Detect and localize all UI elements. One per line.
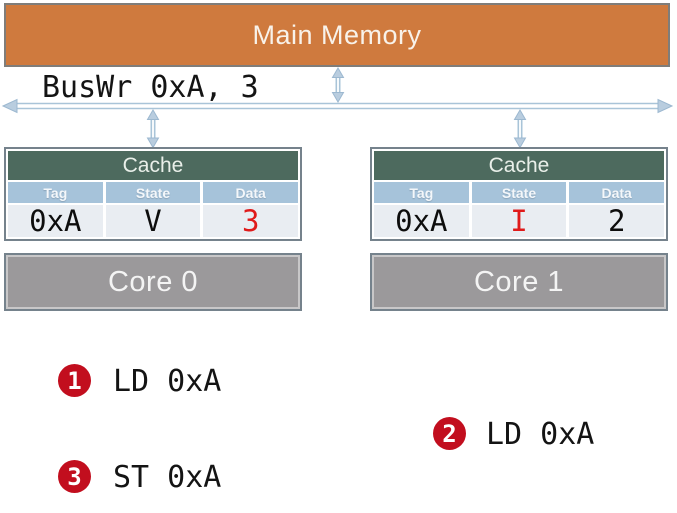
core1-label: Core 1 [473, 265, 565, 298]
cache0-col-tag: Tag [8, 182, 103, 203]
main-memory-label: Main Memory [252, 19, 422, 50]
cache0-header-row: Tag State Data [8, 182, 299, 203]
bus-transaction-label: BusWr 0xA, 3 [42, 70, 259, 105]
main-memory-box: Main Memory [4, 3, 670, 67]
cache0-data-row: 0xA V 3 [8, 204, 299, 238]
memory-bus-arrow [331, 67, 345, 103]
cache0-tag-value: 0xA [8, 204, 103, 238]
cache1-bus-arrow [513, 109, 527, 149]
cache1-data-row: 0xA I 2 [374, 204, 665, 238]
cache0-col-data: Data [203, 182, 299, 203]
cache1-tag-value: 0xA [374, 204, 469, 238]
event-2-badge: 2 [433, 417, 466, 450]
event-3-label: ST 0xA [113, 460, 222, 495]
cache0-table: Cache Tag State Data 0xA V 3 [4, 147, 302, 241]
cache1-header-row: Tag State Data [374, 182, 665, 203]
event-2-label: LD 0xA [486, 417, 595, 452]
cache1-data-value: 2 [569, 204, 665, 238]
cache0-title: Cache [8, 151, 298, 180]
event-3-badge: 3 [58, 460, 91, 493]
cache1-col-state: State [471, 182, 567, 203]
cache1-table: Cache Tag State Data 0xA I 2 [370, 147, 668, 241]
cache1-col-data: Data [569, 182, 665, 203]
cache1-state-value: I [471, 204, 567, 238]
event-1-badge: 1 [58, 364, 91, 397]
core0-box: Core 0 [4, 253, 302, 311]
cache1-title: Cache [374, 151, 664, 180]
cache0-state-value: V [105, 204, 201, 238]
core0-label: Core 0 [107, 265, 199, 298]
cache0-col-state: State [105, 182, 201, 203]
core1-box: Core 1 [370, 253, 668, 311]
event-1-label: LD 0xA [113, 364, 222, 399]
cache0-bus-arrow [146, 109, 160, 149]
cache1-col-tag: Tag [374, 182, 469, 203]
cache0-data-value: 3 [203, 204, 299, 238]
